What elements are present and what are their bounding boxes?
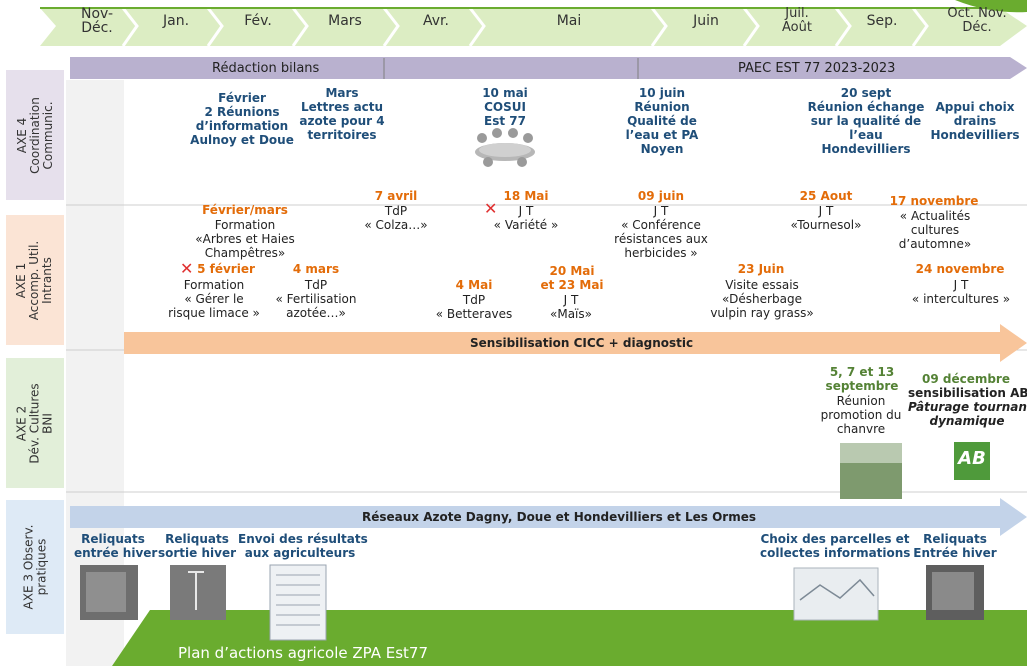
axe3-reliquats-entree: Reliquats entrée hiver bbox=[74, 532, 158, 560]
ab-logo-bg bbox=[954, 442, 990, 480]
axe4-box bbox=[6, 70, 64, 200]
axe3-choix-parcelles: Choix des parcelles et collectes informa… bbox=[760, 532, 911, 560]
axe1-nov24-date: 24 novembre bbox=[915, 262, 1005, 276]
corner-leaf bbox=[955, 0, 1027, 13]
reseaux-arrow bbox=[70, 498, 1027, 536]
axe1-juin9-text: J T « Conférence résistances aux herbici… bbox=[614, 204, 708, 260]
month-mai: Mai bbox=[556, 13, 582, 29]
axe3-reliquats-entree-2: Reliquats Entrée hiver bbox=[913, 532, 997, 560]
axe4-event-mars: Mars Lettres actu azote pour 4 territoir… bbox=[299, 86, 385, 142]
axe1-fevmars-date: Février/mars bbox=[202, 203, 288, 217]
axe1-mai4-text: TdP « Betteraves bbox=[435, 293, 513, 321]
axe2-box bbox=[6, 358, 64, 488]
sensibilisation-label: Sensibilisation CICC + diagnostic bbox=[470, 336, 694, 350]
axe1-avril7-text: TdP « Colza…» bbox=[364, 204, 428, 232]
axe2-label: AXE 2 Dév. Cultures BNI bbox=[14, 382, 55, 464]
month-fev: Fév. bbox=[244, 13, 272, 29]
axe1-avril7-date: 7 avril bbox=[374, 189, 418, 203]
month-sep: Sep. bbox=[866, 13, 898, 29]
axe1-mars4-text: TdP « Fertilisation azotée…» bbox=[275, 278, 357, 320]
axe3-box bbox=[6, 500, 64, 634]
month-nov-dec: Nov- Déc. bbox=[81, 6, 113, 36]
redaction-label: Rédaction bilans bbox=[212, 61, 320, 76]
axe2-sept-text: Réunion promotion du chanvre bbox=[820, 394, 902, 436]
axe1-mai18-date: 18 Mai bbox=[503, 189, 549, 203]
axe2-dec-date: 09 décembre bbox=[921, 372, 1010, 386]
axe3-reliquats-sortie: Reliquats sortie hiver bbox=[158, 532, 237, 560]
axe1-mai20-text: J T «Maïs» bbox=[550, 293, 592, 321]
axe1-fevmars-text: Formation «Arbres et Haies Champêtres» bbox=[195, 218, 295, 260]
axe1-nov17-text: « Actualités cultures d’automne» bbox=[898, 209, 972, 251]
axe2-dec-title: sensibilisation AB bbox=[908, 386, 1027, 400]
axe2-sept-date: 5, 7 et 13 septembre bbox=[825, 365, 899, 393]
month-oct-nov-dec: Oct. Nov. Déc. bbox=[947, 6, 1007, 35]
axe1-mai4-date: 4 Mai bbox=[455, 278, 493, 292]
axe1-fev5-date: 5 février bbox=[197, 262, 255, 276]
cancel-cross-icon: ✕ bbox=[180, 259, 194, 278]
axe4-event-sept: 20 sept Réunion échange sur la qualité d… bbox=[807, 86, 925, 156]
redaction-paec-bar bbox=[70, 57, 1027, 79]
reseaux-label: Réseaux Azote Dagny, Doue et Hondevillie… bbox=[362, 510, 756, 524]
plan-arrow bbox=[112, 610, 1027, 666]
plan-label: Plan d’actions agricole ZPA Est77 bbox=[178, 644, 429, 662]
axe3-label: AXE 3 Observ. pratiques bbox=[21, 524, 49, 610]
axe4-event-appui: Appui choix drains Hondevilliers bbox=[930, 100, 1020, 142]
axe4-event-mai: 10 mai COSUI Est 77 bbox=[482, 86, 528, 128]
axe1-box bbox=[6, 215, 64, 345]
axe1-mai18-text: J T « Variété » bbox=[493, 204, 559, 232]
month-band bbox=[40, 8, 1027, 46]
axe4-label: AXE 4 Coordination Communic. bbox=[14, 96, 55, 174]
axe1-aout25-date: 25 Aout bbox=[799, 189, 853, 203]
month-separators bbox=[121, 7, 929, 47]
axe1-nov17-date: 17 novembre bbox=[889, 194, 979, 208]
axe1-aout25-text: J T «Tournesol» bbox=[790, 204, 862, 232]
soil-probe-photo bbox=[170, 565, 226, 620]
month-avr: Avr. bbox=[423, 13, 449, 29]
axe1-fev5-text: Formation « Gérer le risque limace » bbox=[168, 278, 260, 320]
sensibilisation-arrow bbox=[124, 324, 1027, 362]
axe1-juin23-text: Visite essais «Désherbage vulpin ray gra… bbox=[710, 278, 814, 320]
paec-label: PAEC EST 77 2023-2023 bbox=[738, 61, 896, 76]
month-juin: Juin bbox=[693, 13, 719, 29]
axe1-juin9-date: 09 juin bbox=[637, 189, 685, 203]
ab-logo-icon: AB bbox=[958, 448, 986, 469]
axe1-juin23-date: 23 Juin bbox=[737, 262, 785, 276]
axe1-nov24-text: J T « intercultures » bbox=[911, 278, 1011, 306]
meeting-illustration bbox=[475, 128, 535, 167]
axe3-envoi-resultats: Envoi des résultats aux agriculteurs bbox=[238, 532, 368, 560]
axe4-event-juin: 10 juin Réunion Qualité de l’eau et PA N… bbox=[625, 86, 699, 156]
axe2-dec-text: Pâturage tournant dynamique bbox=[908, 400, 1027, 428]
axe1-mai20-date: 20 Mai et 23 Mai bbox=[540, 264, 604, 292]
axe4-event-fevrier: Février 2 Réunions d’information Aulnoy … bbox=[190, 91, 294, 147]
month-mars: Mars bbox=[328, 13, 362, 29]
axe1-mars4-date: 4 mars bbox=[292, 262, 340, 276]
month-jan: Jan. bbox=[162, 13, 190, 29]
cancel-cross-icon-2: ✕ bbox=[484, 199, 498, 218]
parcel-map bbox=[793, 567, 879, 621]
results-document bbox=[269, 564, 327, 641]
month-juil-aout: Juil. Août bbox=[782, 6, 812, 35]
axe1-label: AXE 1 Accomp. Util. Intrants bbox=[14, 240, 55, 320]
